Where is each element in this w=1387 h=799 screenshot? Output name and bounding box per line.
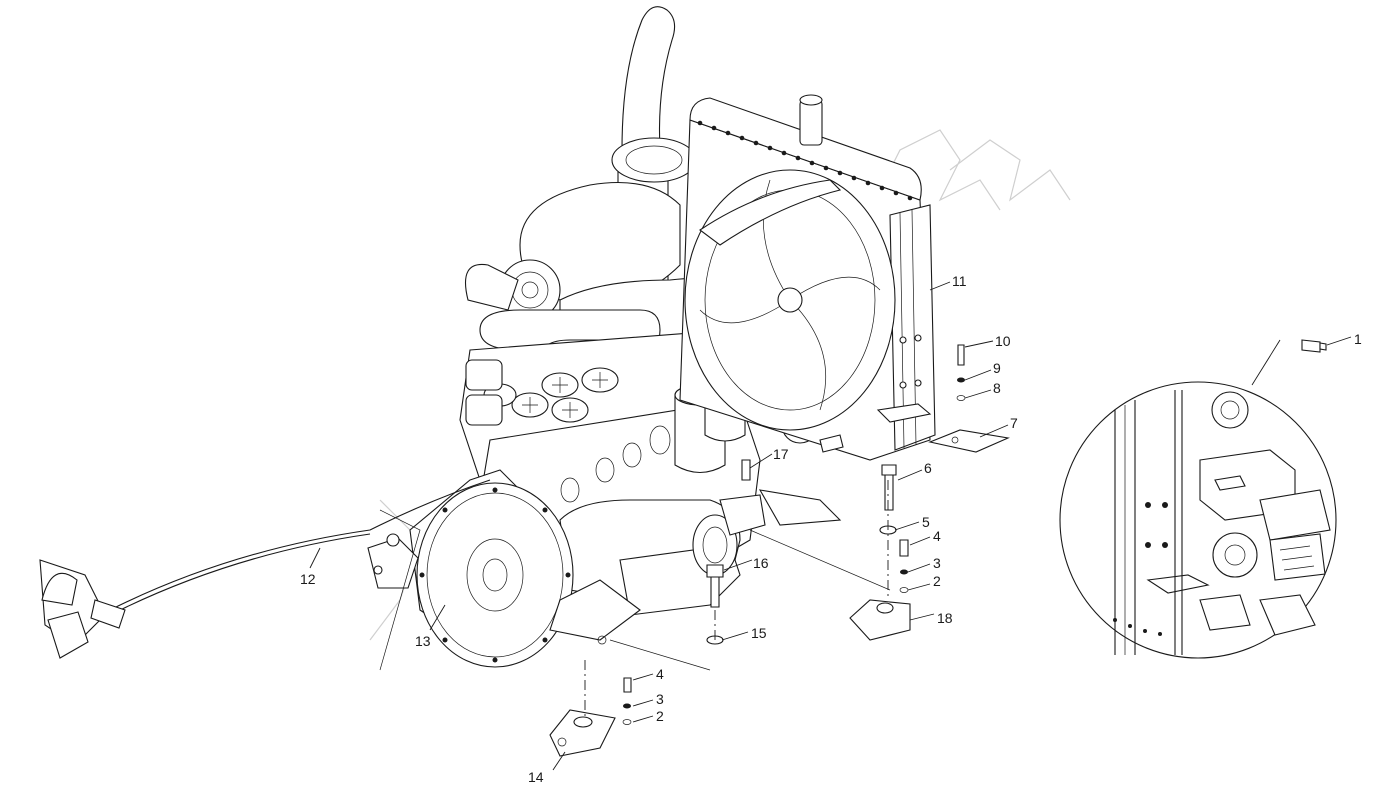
callout-3-upper: 3 (933, 555, 941, 571)
accelerator-pedal (39, 479, 491, 671)
callout-2-upper: 2 (933, 573, 941, 589)
callout-4-upper: 4 (933, 528, 941, 544)
mounting-hardware (549, 344, 1010, 757)
callout-4-lower: 4 (656, 666, 664, 682)
callout-3-lower: 3 (656, 691, 664, 707)
callout-7: 7 (1010, 415, 1018, 431)
callout-10: 10 (995, 333, 1011, 349)
callout-1: 1 (1354, 331, 1362, 347)
radiator (679, 94, 936, 461)
callout-14: 14 (528, 769, 544, 785)
callout-18: 18 (937, 610, 953, 626)
callout-5: 5 (922, 514, 930, 530)
callout-13: 13 (415, 633, 431, 649)
callout-9: 9 (993, 360, 1001, 376)
callout-2-lower: 2 (656, 708, 664, 724)
callout-6: 6 (924, 460, 932, 476)
flywheel-bolts (419, 487, 571, 663)
leader-lines (309, 281, 1352, 771)
radiator-rivets (697, 120, 913, 201)
callout-15: 15 (751, 625, 767, 641)
callout-16: 16 (753, 555, 769, 571)
callout-labels: 1 2 2 3 3 4 4 5 6 7 8 9 10 11 12 13 14 1… (300, 273, 1362, 785)
detail-view (1059, 339, 1337, 659)
callout-17: 17 (773, 446, 789, 462)
callout-12: 12 (300, 571, 316, 587)
callout-8: 8 (993, 380, 1001, 396)
callout-11: 11 (952, 273, 967, 289)
